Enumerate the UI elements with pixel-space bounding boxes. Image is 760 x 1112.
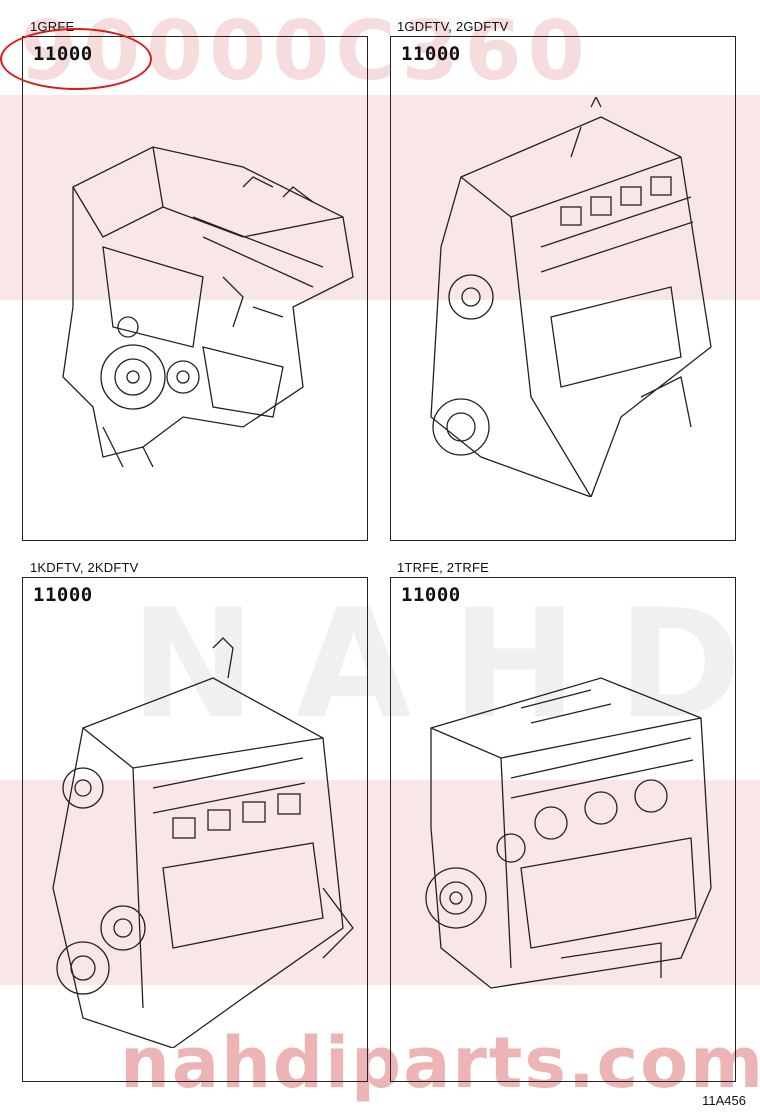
diagram-reference: 11A456: [702, 1093, 746, 1108]
engine-panel-1[interactable]: 11000: [22, 36, 368, 541]
engine-panel-2[interactable]: 11000: [390, 36, 736, 541]
engine-label-4: 1TRFE, 2TRFE: [397, 560, 489, 575]
engine-label-2: 1GDFTV, 2GDFTV: [397, 19, 509, 34]
engine-drawing-1kd: [43, 628, 363, 1049]
engine-drawing-1gr: [43, 127, 363, 468]
part-code-2[interactable]: 11000: [401, 43, 461, 65]
part-code-3[interactable]: 11000: [33, 584, 93, 606]
engine-label-3: 1KDFTV, 2KDFTV: [30, 560, 139, 575]
part-code-4[interactable]: 11000: [401, 584, 461, 606]
engine-panel-4[interactable]: 11000: [390, 577, 736, 1082]
engine-panel-3[interactable]: 11000: [22, 577, 368, 1082]
engine-drawing-1gd: [421, 95, 721, 498]
highlight-circle: [0, 28, 152, 90]
engine-drawing-1tr: [411, 668, 731, 998]
